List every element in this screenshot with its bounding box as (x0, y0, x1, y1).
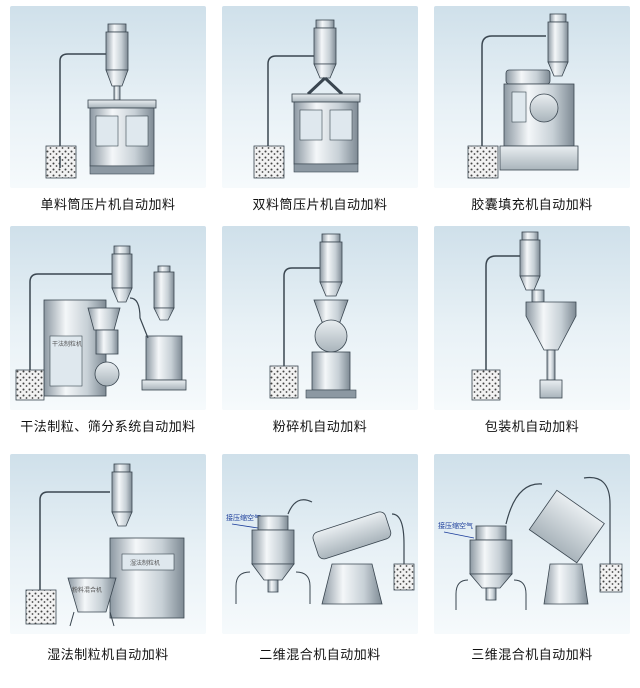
caption: 胶囊填充机自动加料 (471, 198, 593, 213)
compressed-air-note: 接压缩空气 (226, 513, 261, 522)
panel-single-hopper-tablet-press: 单料筒压片机自动加料 (10, 6, 206, 216)
caption: 二维混合机自动加料 (259, 648, 381, 663)
caption: 双料筒压片机自动加料 (252, 198, 388, 213)
caption: 三维混合机自动加料 (471, 648, 593, 663)
panel-3d-mixer: 接压缩空气 三维混合机自动加料 (434, 454, 630, 668)
diagram-capsule-filler (434, 6, 630, 188)
diagram-3d-mixer: 接压缩空气 (434, 454, 630, 634)
diagram-packaging-machine (434, 226, 630, 410)
mixer-label: 粉料混合机 (72, 586, 102, 594)
panel-capsule-filler: 胶囊填充机自动加料 (434, 6, 630, 216)
panel-dry-granulation-sieving: 干法制粒机 干法制粒、筛分系统自动加料 (10, 226, 206, 436)
panel-2d-mixer: 接压缩空气 二维混合机自动加料 (222, 454, 418, 668)
panel-double-hopper-tablet-press: 双料筒压片机自动加料 (222, 6, 418, 216)
caption: 单料筒压片机自动加料 (40, 198, 176, 213)
diagram-single-hopper-tablet-press (10, 6, 206, 188)
caption: 湿法制粒机自动加料 (47, 648, 169, 663)
diagram-wet-granulator: 湿法制粒机 粉料混合机 (10, 454, 206, 634)
panel-packaging-machine: 包装机自动加料 (434, 226, 630, 436)
diagram-double-hopper-tablet-press (222, 6, 418, 188)
diagram-pulverizer (222, 226, 418, 410)
diagram-2d-mixer: 接压缩空气 (222, 454, 418, 634)
machine-label: 湿法制粒机 (130, 559, 160, 567)
panel-wet-granulator: 湿法制粒机 粉料混合机 湿法制粒机自动加料 (10, 454, 206, 668)
panel-pulverizer: 粉碎机自动加料 (222, 226, 418, 436)
compressed-air-note: 接压缩空气 (438, 521, 473, 530)
caption: 干法制粒、筛分系统自动加料 (20, 420, 196, 435)
machine-label: 干法制粒机 (52, 340, 82, 348)
caption: 粉碎机自动加料 (272, 420, 368, 435)
caption: 包装机自动加料 (484, 420, 580, 435)
diagram-dry-granulation-sieving: 干法制粒机 (10, 226, 206, 410)
